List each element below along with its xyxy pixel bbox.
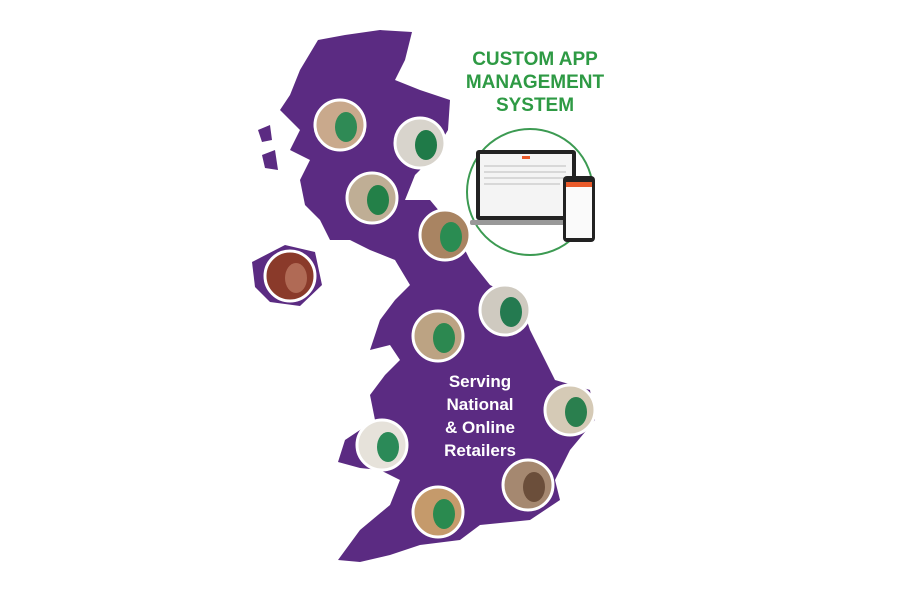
app-preview-circle [466, 128, 595, 256]
tagline-line: Serving [448, 372, 512, 391]
person-figure [440, 222, 462, 252]
title-line: CUSTOM APP [472, 49, 598, 70]
person-figure [523, 472, 545, 502]
person-figure [565, 397, 587, 427]
great-britain-shape [280, 30, 595, 562]
person-figure [433, 323, 455, 353]
title-line: MANAGEMENT [465, 72, 605, 93]
person-figure [367, 185, 389, 215]
person-figure [335, 112, 357, 142]
app-title: CUSTOM APP MANAGEMENT SYSTEM [430, 48, 640, 117]
person-figure [500, 297, 522, 327]
tagline-line: National [446, 395, 514, 414]
tagline: Serving National & Online Retailers [410, 370, 550, 462]
islands-shape [258, 125, 278, 170]
title-line: SYSTEM [495, 95, 575, 116]
person-figure [285, 263, 307, 293]
photo-circles [263, 98, 597, 539]
person-figure [377, 432, 399, 462]
tagline-line: Retailers [444, 441, 516, 460]
tagline-line: & Online [445, 418, 515, 437]
person-figure [433, 499, 455, 529]
person-figure [415, 130, 437, 160]
